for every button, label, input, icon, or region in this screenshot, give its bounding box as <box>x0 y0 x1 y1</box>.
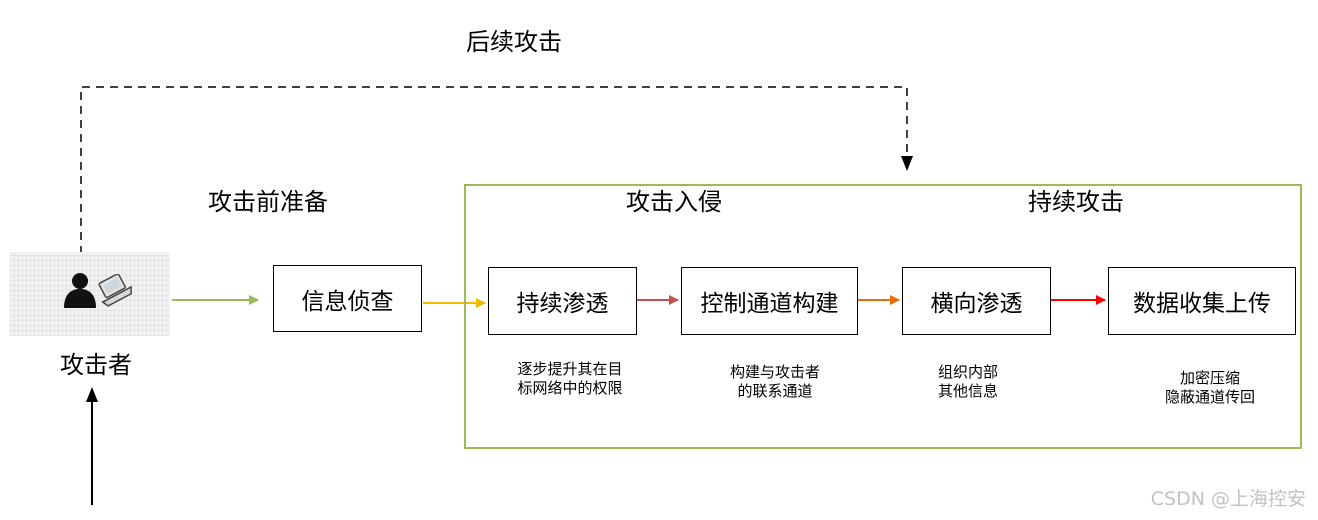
description-line: 隐蔽通道传回 <box>1164 388 1255 406</box>
control-channel-box: 控制通道构建 <box>681 267 858 335</box>
follow-up-attack-dashed-line <box>80 86 908 268</box>
infiltration-description: 逐步提升其在目 标网络中的权限 <box>500 360 640 398</box>
attacker-label: 攻击者 <box>60 351 132 379</box>
lateral-movement-description: 组织内部 其他信息 <box>918 363 1018 401</box>
persistent-attack-label: 持续攻击 <box>1028 188 1124 216</box>
description-line: 加密压缩 <box>1179 369 1240 387</box>
description-line: 标网络中的权限 <box>517 379 623 397</box>
data-exfiltration-box: 数据收集上传 <box>1108 267 1296 335</box>
attack-phase-frame <box>464 184 1302 449</box>
arrow-into-attacker-head <box>86 387 98 402</box>
watermark: CSDN @上海控安 <box>1150 488 1306 510</box>
recon-box: 信息侦查 <box>273 265 422 332</box>
persistent-infiltration-box: 持续渗透 <box>488 267 637 335</box>
description-line: 的联系通道 <box>737 382 813 400</box>
pre-attack-prep-label: 攻击前准备 <box>208 188 328 216</box>
laptop-icon <box>98 274 132 307</box>
description-line: 构建与攻击者 <box>729 363 820 381</box>
person-icon <box>64 273 96 308</box>
attack-intrusion-label: 攻击入侵 <box>626 188 722 216</box>
description-line: 其他信息 <box>937 382 998 400</box>
follow-up-attack-arrowhead <box>901 156 913 171</box>
data-exfiltration-description: 加密压缩 隐蔽通道传回 <box>1150 369 1270 407</box>
description-line: 逐步提升其在目 <box>517 360 623 378</box>
description-line: 组织内部 <box>937 363 998 381</box>
lateral-movement-box: 横向渗透 <box>902 267 1051 335</box>
control-channel-description: 构建与攻击者 的联系通道 <box>710 363 840 401</box>
follow-up-attack-label: 后续攻击 <box>466 28 562 56</box>
